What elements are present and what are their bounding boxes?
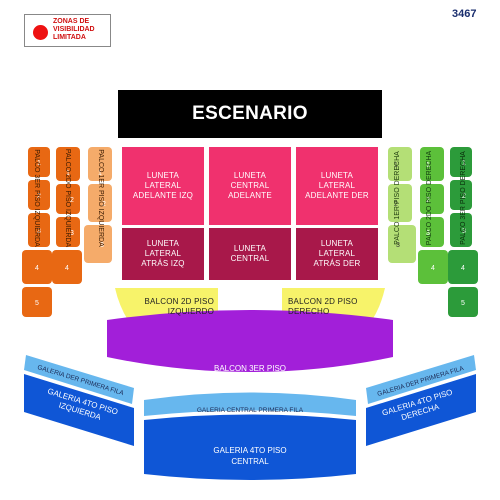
palco-left-outer-2[interactable] — [28, 180, 50, 210]
balcon-izq-label: BALCON 2D PISO IZQUIERDO — [128, 290, 214, 324]
palco-number: 4 — [35, 265, 39, 272]
palco-left-mid-1[interactable] — [56, 147, 80, 181]
palco-number: 3 — [426, 230, 430, 237]
section-label: LUNETA CENTRAL ADELANTE — [228, 171, 272, 200]
palco-left-inner-2[interactable] — [88, 184, 112, 222]
section-label: LUNETA LATERAL ADELANTE DER — [305, 171, 369, 200]
section-luneta-lateral-atras-izq[interactable]: LUNETA LATERAL ATRÁS IZQ — [122, 228, 204, 280]
palco-left-mid-3[interactable] — [56, 217, 80, 247]
section-galeria-der-primera-fila-right[interactable] — [366, 355, 476, 404]
section-balcon-3er-piso[interactable] — [107, 310, 393, 372]
palco-number: 3 — [70, 230, 74, 237]
palco-number: 1 — [394, 162, 398, 169]
palco-number: 4 — [65, 265, 69, 272]
legend-label: ZONAS DE VISIBILIDAD LIMITADA — [53, 18, 95, 41]
palco-right-outer-1[interactable] — [450, 147, 472, 177]
palco-number: 4 — [431, 265, 435, 272]
palco-number: 2 — [102, 201, 106, 208]
palco-number: 2 — [70, 197, 74, 204]
section-label: LUNETA LATERAL ATRÁS DER — [313, 239, 361, 268]
section-luneta-lateral-atras-der[interactable]: LUNETA LATERAL ATRÁS DER — [296, 228, 378, 280]
palco-right-mid-1[interactable] — [420, 147, 444, 181]
palco-left-outer-1[interactable] — [28, 147, 50, 177]
palco-number: 2 — [37, 193, 41, 200]
palco-number: 3 — [462, 228, 466, 235]
section-label: LUNETA LATERAL ATRÁS IZQ — [141, 239, 185, 268]
section-label: LUNETA LATERAL ADELANTE IZQ — [132, 171, 194, 200]
palco-left-mid-4[interactable] — [52, 250, 82, 284]
section-label: BALCON 2D PISO DERECHO — [288, 297, 358, 316]
palco-left-outer-4[interactable] — [22, 250, 52, 284]
section-luneta-lateral-adelante-der[interactable]: LUNETA LATERAL ADELANTE DER — [296, 147, 378, 225]
palco-column-label: PALCO 2DO PISO IZQUIERDA — [64, 149, 71, 248]
section-luneta-lateral-adelante-izq[interactable]: LUNETA LATERAL ADELANTE IZQ — [122, 147, 204, 225]
palco-number: 5 — [461, 300, 465, 307]
palco-number: 3 — [100, 242, 104, 249]
palco-number: 4 — [461, 265, 465, 272]
balcon-der-label: BALCON 2D PISO DERECHO — [288, 290, 374, 324]
section-galeria-4to-piso-central[interactable] — [144, 414, 356, 481]
palco-number: 1 — [462, 160, 466, 167]
section-luneta-central[interactable]: LUNETA CENTRAL — [209, 228, 291, 280]
palco-number: 1 — [66, 170, 70, 177]
palco-right-inner-1[interactable] — [388, 147, 412, 181]
section-galeria-4to-piso-derecha[interactable] — [366, 374, 476, 446]
section-label: BALCON 3ER PISO — [214, 364, 286, 373]
section-label: GALERIA CENTRAL PRIMERA FILA — [197, 407, 304, 414]
palco-right-outer-5[interactable] — [448, 287, 478, 317]
section-galeria-central-primera-fila[interactable] — [144, 392, 356, 417]
section-galeria-4to-piso-izquierda[interactable] — [24, 374, 134, 446]
palco-number: 1 — [98, 170, 102, 177]
palco-right-outer-4[interactable] — [448, 250, 478, 284]
palco-right-mid-2[interactable] — [420, 184, 444, 214]
palco-column-label: PALCO 1ER PISO IZQUIERDA — [97, 149, 104, 247]
section-luneta-central-adelante[interactable]: LUNETA CENTRAL ADELANTE — [209, 147, 291, 225]
palco-number: 2 — [394, 201, 398, 208]
palco-number: 2 — [426, 197, 430, 204]
palco-number: 3 — [396, 242, 400, 249]
palco-column-label: PALCO 3ER PISO DERECHA — [460, 151, 467, 245]
legend: ZONAS DE VISIBILIDAD LIMITADA — [24, 14, 111, 47]
palco-number: 5 — [35, 300, 39, 307]
palco-number: 1 — [37, 160, 41, 167]
palco-left-outer-3[interactable] — [28, 213, 50, 247]
section-galeria-der-primera-fila-left[interactable] — [24, 355, 134, 404]
stage: ESCENARIO — [118, 90, 382, 138]
palco-right-outer-2[interactable] — [450, 180, 472, 210]
palco-right-inner-2[interactable] — [388, 184, 412, 222]
section-label: BALCON 2D PISO IZQUIERDO — [144, 297, 214, 316]
map-id: 3467 — [452, 8, 477, 20]
palco-number: 1 — [426, 162, 430, 169]
palco-left-mid-2[interactable] — [56, 184, 80, 214]
palco-left-inner-3[interactable] — [84, 225, 112, 263]
palco-right-mid-4[interactable] — [418, 250, 448, 284]
palco-column-label: PALCO 2DO PISO DERECHA — [426, 150, 433, 245]
palco-right-outer-3[interactable] — [450, 213, 472, 247]
limited-visibility-dot-icon — [33, 25, 48, 40]
palco-left-inner-1[interactable] — [88, 147, 112, 181]
palco-number: 2 — [462, 193, 466, 200]
palco-column-label: PALCO 1ER PISO DERECHA — [394, 151, 401, 245]
palco-right-inner-3[interactable] — [388, 225, 416, 263]
stage-label: ESCENARIO — [192, 103, 308, 124]
palco-left-outer-5[interactable] — [22, 287, 52, 317]
section-label: LUNETA CENTRAL — [230, 244, 270, 263]
palco-number: 3 — [37, 228, 41, 235]
palco-right-mid-3[interactable] — [420, 217, 444, 247]
palco-column-label: PALCO 3ER PISO IZQUIERDA — [33, 149, 40, 247]
